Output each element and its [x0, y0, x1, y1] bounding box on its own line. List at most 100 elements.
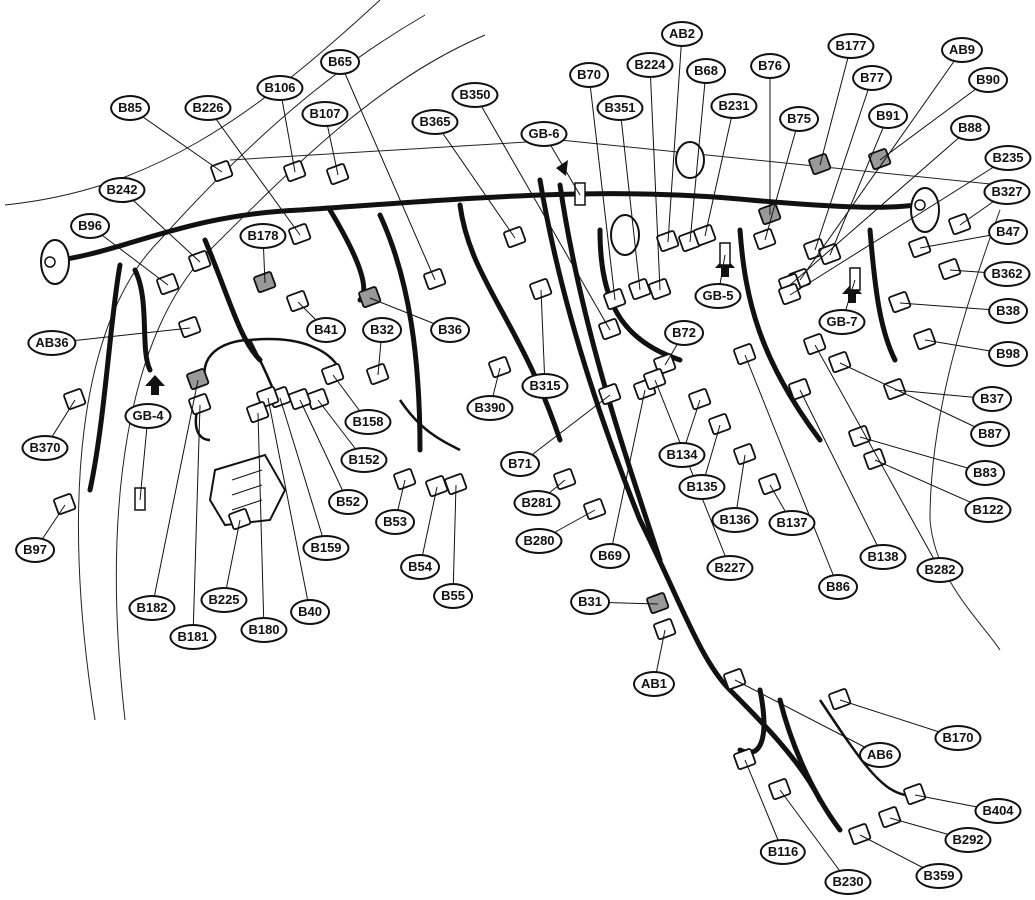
callout-b88[interactable]: B88 [950, 115, 990, 141]
callout-b230[interactable]: B230 [824, 869, 872, 895]
callout-b281[interactable]: B281 [513, 490, 561, 516]
callout-b351[interactable]: B351 [596, 95, 644, 121]
callout-b365[interactable]: B365 [411, 109, 459, 135]
callout-b96[interactable]: B96 [70, 213, 110, 239]
callout-b36[interactable]: B36 [430, 317, 470, 343]
callout-b52[interactable]: B52 [328, 489, 368, 515]
callout-b97[interactable]: B97 [15, 537, 55, 563]
callout-b38[interactable]: B38 [988, 298, 1028, 324]
connector-b96 [156, 273, 180, 295]
callout-b177[interactable]: B177 [827, 33, 875, 59]
callout-b231[interactable]: B231 [710, 93, 758, 119]
connector-b292 [878, 806, 902, 828]
callout-b65[interactable]: B65 [320, 49, 360, 75]
connector-b280 [583, 498, 607, 520]
callout-ab2[interactable]: AB2 [660, 21, 704, 47]
callout-b170[interactable]: B170 [934, 725, 982, 751]
leader-lines [34, 33, 1009, 883]
callout-b292[interactable]: B292 [944, 827, 992, 853]
callout-b227[interactable]: B227 [706, 555, 754, 581]
callout-b327[interactable]: B327 [983, 179, 1031, 205]
callout-b136[interactable]: B136 [711, 507, 759, 533]
callout-gb-4[interactable]: GB-4 [124, 403, 172, 429]
connector-ab36 [178, 316, 202, 338]
callout-b235[interactable]: B235 [984, 145, 1032, 171]
callout-b225[interactable]: B225 [200, 587, 248, 613]
callout-b71[interactable]: B71 [500, 451, 540, 477]
connector-b90 [868, 148, 892, 170]
callout-gb-7[interactable]: GB-7 [818, 309, 866, 335]
callout-b90[interactable]: B90 [968, 67, 1008, 93]
callout-b152[interactable]: B152 [340, 447, 388, 473]
callout-b76[interactable]: B76 [750, 53, 790, 79]
connector-ab1 [653, 618, 677, 640]
connector-b86 [733, 343, 757, 365]
connector-b55 [444, 473, 468, 495]
callout-b350[interactable]: B350 [451, 82, 499, 108]
leader-line-b91 [829, 115, 889, 256]
callout-b135[interactable]: B135 [678, 474, 726, 500]
callout-gb-5[interactable]: GB-5 [694, 283, 742, 309]
callout-b32[interactable]: B32 [362, 317, 402, 343]
callout-b122[interactable]: B122 [964, 497, 1012, 523]
leader-line-b71 [519, 394, 611, 465]
callout-b83[interactable]: B83 [965, 460, 1005, 486]
callout-b242[interactable]: B242 [98, 177, 146, 203]
callout-b178[interactable]: B178 [239, 223, 287, 249]
connector-b390 [488, 356, 512, 378]
callout-gb-6[interactable]: GB-6 [520, 121, 568, 147]
callout-b159[interactable]: B159 [302, 535, 350, 561]
callout-b54[interactable]: B54 [400, 554, 440, 580]
callout-b77[interactable]: B77 [852, 65, 892, 91]
callout-b91[interactable]: B91 [868, 103, 908, 129]
callout-ab36[interactable]: AB36 [27, 330, 77, 356]
connector-b231 [693, 224, 717, 246]
callout-b40[interactable]: B40 [290, 599, 330, 625]
callout-b116[interactable]: B116 [759, 839, 807, 865]
callout-b69[interactable]: B69 [590, 543, 630, 569]
callout-b370[interactable]: B370 [21, 435, 69, 461]
callout-b53[interactable]: B53 [375, 509, 415, 535]
callout-b362[interactable]: B362 [983, 261, 1031, 287]
callout-b55[interactable]: B55 [433, 583, 473, 609]
callout-b75[interactable]: B75 [779, 106, 819, 132]
callout-b86[interactable]: B86 [818, 574, 858, 600]
callout-b181[interactable]: B181 [169, 624, 217, 650]
callout-ab1[interactable]: AB1 [632, 671, 676, 697]
callout-b138[interactable]: B138 [859, 544, 907, 570]
callout-b98[interactable]: B98 [988, 341, 1028, 367]
callout-b158[interactable]: B158 [344, 409, 392, 435]
leader-line-b77 [814, 77, 873, 251]
connectors [53, 148, 972, 845]
callout-b106[interactable]: B106 [256, 75, 304, 101]
callout-b134[interactable]: B134 [658, 442, 706, 468]
callout-b107[interactable]: B107 [301, 101, 349, 127]
connector-b180 [246, 401, 270, 423]
callout-b359[interactable]: B359 [915, 863, 963, 889]
callout-b37[interactable]: B37 [972, 386, 1012, 412]
callout-b224[interactable]: B224 [626, 52, 674, 78]
callout-b226[interactable]: B226 [184, 95, 232, 121]
callout-b180[interactable]: B180 [240, 617, 288, 643]
callout-b68[interactable]: B68 [686, 58, 726, 84]
callout-b70[interactable]: B70 [569, 62, 609, 88]
leader-line-b87 [839, 362, 991, 435]
callout-b282[interactable]: B282 [916, 557, 964, 583]
callout-b280[interactable]: B280 [515, 528, 563, 554]
callout-b47[interactable]: B47 [988, 219, 1028, 245]
callout-b85[interactable]: B85 [110, 95, 150, 121]
callout-b137[interactable]: B137 [768, 510, 816, 536]
callout-b390[interactable]: B390 [466, 395, 514, 421]
callout-ab9[interactable]: AB9 [940, 37, 984, 63]
callout-b182[interactable]: B182 [128, 595, 176, 621]
callout-b72[interactable]: B72 [664, 320, 704, 346]
ground-arrow-icons [145, 160, 862, 395]
callout-b404[interactable]: B404 [974, 798, 1022, 824]
callout-ab6[interactable]: AB6 [858, 742, 902, 768]
leader-line-b65 [339, 61, 436, 281]
callout-b41[interactable]: B41 [306, 317, 346, 343]
callout-b315[interactable]: B315 [521, 373, 569, 399]
callout-b87[interactable]: B87 [970, 421, 1010, 447]
callout-b31[interactable]: B31 [570, 589, 610, 615]
ground-terminal-gb-7 [849, 267, 861, 291]
